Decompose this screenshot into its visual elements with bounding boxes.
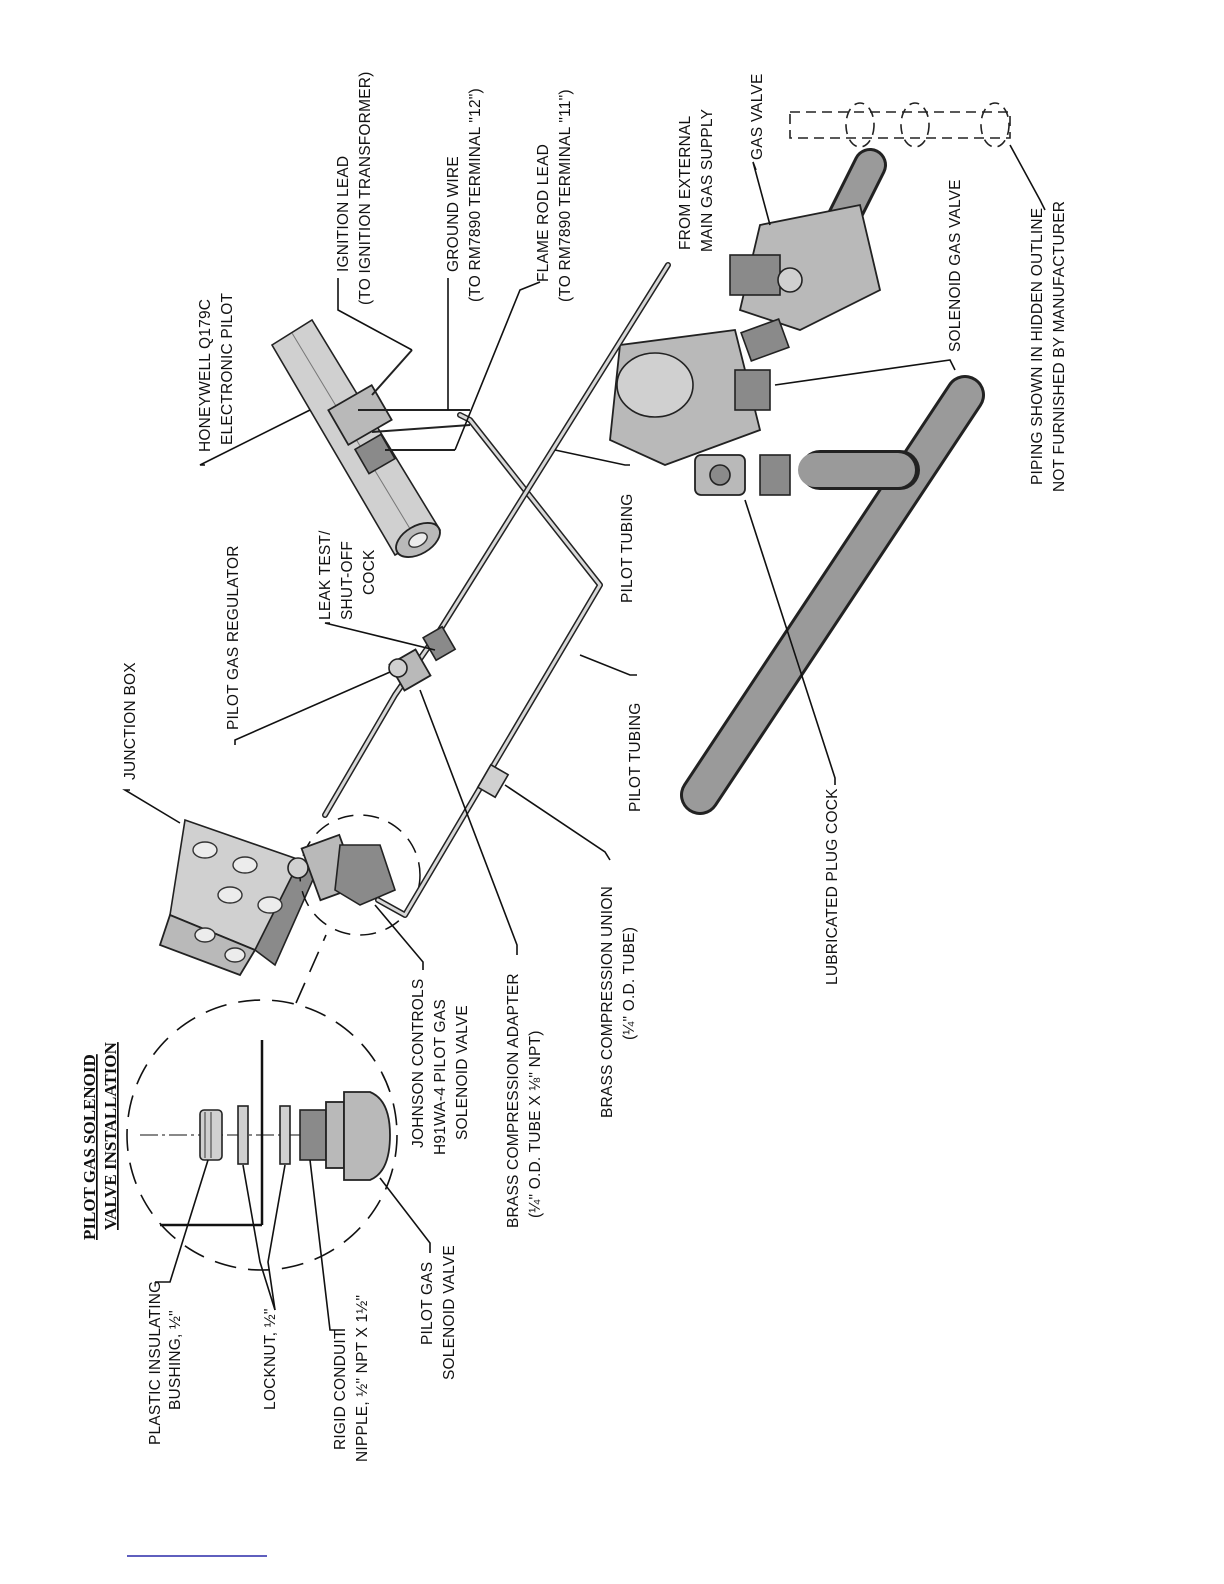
label-solenoid-gas-valve: SOLENOID GAS VALVE: [947, 179, 964, 352]
label-piping-hidden-1: PIPING SHOWN IN HIDDEN OUTLINE: [1029, 208, 1046, 485]
inset-solenoid-body: [343, 1091, 391, 1181]
label-pilot-tubing-1: PILOT TUBING: [627, 703, 644, 813]
label-johnson-1: JOHNSON CONTROLS: [410, 979, 427, 1148]
label-brass-adapter-2: (¼" O.D. TUBE X ⅛" NPT): [527, 1030, 544, 1218]
inset-title-line2: VALVE INSTALLATION: [101, 1041, 120, 1230]
label-brass-union-2: (¼" O.D. TUBE): [621, 927, 638, 1040]
electronic-pilot: [270, 318, 442, 558]
locknut-2: [279, 1105, 291, 1165]
conduit-nipple: [299, 1109, 327, 1161]
inset-valve-neck: [325, 1101, 345, 1169]
label-rigid-conduit-1: RIGID CONDUIT: [332, 1329, 349, 1450]
label-ground-wire-2: (TO RM7890 TERMINAL "12"): [467, 88, 484, 302]
solenoid-coil: [616, 352, 694, 418]
label-leak-test-2: SHUT-OFF: [339, 541, 356, 620]
label-lubricated-plug-cock: LUBRICATED PLUG COCK: [824, 788, 841, 985]
locknut-1: [237, 1105, 249, 1165]
label-pilot-gas-solenoid-2: SOLENOID VALVE: [441, 1245, 458, 1380]
label-junction-box: JUNCTION BOX: [122, 662, 139, 780]
label-honeywell-2: ELECTRONIC PILOT: [219, 292, 236, 445]
label-from-external-2: MAIN GAS SUPPLY: [699, 109, 716, 252]
pilot-solenoid-valve: [287, 814, 421, 936]
label-leak-test-1: LEAK TEST/: [317, 530, 334, 620]
lead-wires: [358, 349, 471, 451]
label-plastic-bushing-2: BUSHING, ½": [167, 1310, 184, 1410]
label-leak-test-3: COCK: [361, 549, 378, 595]
label-rigid-conduit-2: NIPPLE, ½" NPT X 1½": [354, 1295, 371, 1462]
compression-union: [476, 763, 510, 799]
label-ignition-lead-2: (TO IGNITION TRANSFORMER): [357, 72, 374, 305]
leader-lines: [122, 144, 1046, 1331]
label-from-external-1: FROM EXTERNAL: [677, 115, 694, 250]
label-brass-adapter-1: BRASS COMPRESSION ADAPTER: [505, 973, 522, 1228]
junction-box: [158, 818, 316, 977]
label-johnson-3: SOLENOID VALVE: [454, 1005, 471, 1140]
label-flame-rod-1: FLAME ROD LEAD: [535, 144, 552, 282]
label-honeywell-1: HONEYWELL Q179C: [197, 299, 214, 452]
hidden-piping: [789, 102, 1011, 148]
gas-valve-body: [738, 203, 882, 331]
label-gas-valve: GAS VALVE: [749, 73, 766, 160]
label-locknut: LOCKNUT, ½": [262, 1308, 279, 1410]
main-pipe: [680, 375, 985, 815]
label-pilot-gas-solenoid-1: PILOT GAS: [419, 1262, 436, 1345]
inset-detail: [126, 934, 398, 1271]
label-brass-union-1: BRASS COMPRESSION UNION: [599, 886, 616, 1118]
label-pilot-gas-regulator: PILOT GAS REGULATOR: [225, 545, 242, 730]
label-ignition-lead-1: IGNITION LEAD: [335, 156, 352, 272]
gas-valve-assembly: [609, 203, 882, 496]
label-plastic-bushing-1: PLASTIC INSULATING: [147, 1281, 164, 1445]
label-flame-rod-2: (TO RM7890 TERMINAL "11"): [557, 89, 574, 302]
label-pilot-tubing-2: PILOT TUBING: [619, 494, 636, 604]
inset-title-line1: PILOT GAS SOLENOID: [80, 1054, 99, 1240]
label-piping-hidden-2: NOT FURNISHED BY MANUFACTURER: [1051, 201, 1068, 492]
label-ground-wire-1: GROUND WIRE: [445, 156, 462, 272]
label-johnson-2: H91WA-4 PILOT GAS: [432, 999, 449, 1155]
